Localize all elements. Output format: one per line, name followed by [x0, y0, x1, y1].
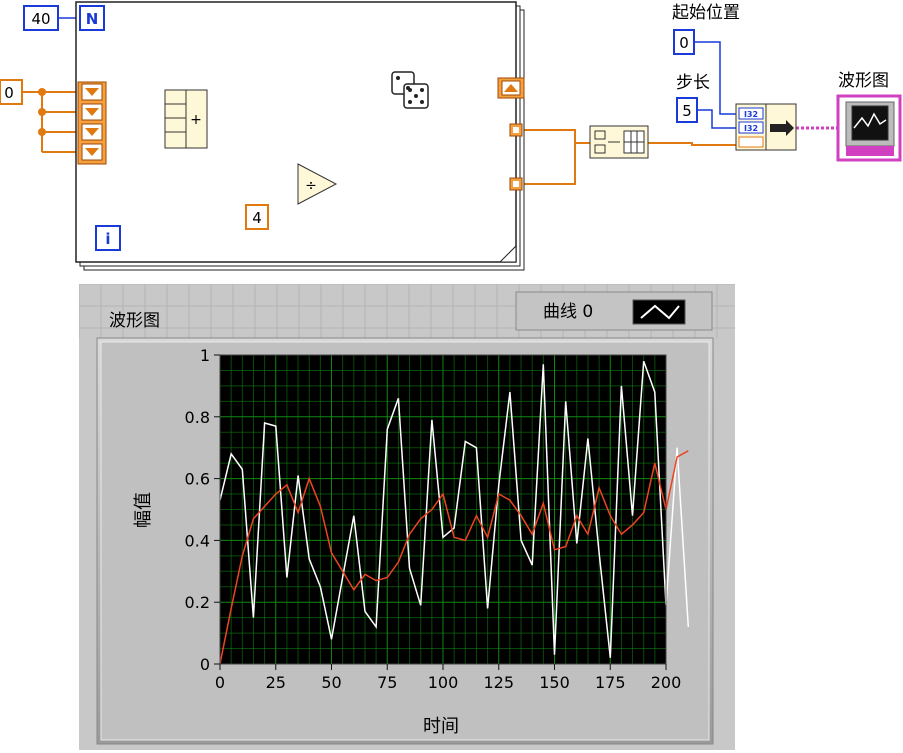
loop-count-constant[interactable]: 40	[23, 5, 59, 31]
y-tick-label: 1	[200, 346, 210, 365]
iteration-terminal[interactable]: i	[95, 225, 121, 251]
i32-glyph-1: I32	[744, 110, 758, 119]
x-tick-label: 50	[321, 673, 341, 692]
add-operator: +	[190, 112, 202, 128]
compound-add-node[interactable]: +	[164, 89, 208, 149]
y-tick-label: 0.2	[185, 593, 210, 612]
series-line-1	[219, 450, 689, 665]
shift-init-constant[interactable]: 0	[0, 79, 23, 105]
x-tick-label: 100	[428, 673, 459, 692]
divisor-value: 4	[252, 209, 262, 227]
step-constant[interactable]: 5	[676, 97, 698, 123]
y-axis-label: 幅值	[133, 492, 154, 528]
divisor-constant[interactable]: 4	[245, 204, 269, 230]
shift-init-value: 0	[4, 84, 14, 102]
y-tick-label: 0.6	[185, 470, 210, 489]
plot-grid	[219, 354, 667, 665]
loop-count-terminal[interactable]: N	[79, 5, 105, 31]
junction-dots	[38, 88, 46, 136]
graph-terminal-label: 波形图	[838, 71, 889, 91]
plot-area[interactable]	[219, 354, 690, 665]
i32-glyph-2: I32	[744, 124, 758, 133]
loop-count-value: 40	[31, 10, 50, 28]
loop-count-terminal-label: N	[86, 10, 99, 28]
x-axis-label: 时间	[423, 716, 459, 737]
bundle-icon[interactable]: I32 I32	[735, 103, 797, 151]
waveform-graph[interactable]: 波形图 曲线 0 0 25 50 75 100 125 150 175 200 0 0.2 0.4 0.…	[79, 284, 735, 750]
for-loop[interactable]	[75, 1, 525, 271]
step-value: 5	[682, 102, 692, 120]
divide-operator: ÷	[305, 178, 317, 194]
shift-register-left[interactable]	[77, 81, 107, 165]
output-tunnel-2[interactable]	[509, 177, 523, 191]
y-tick-label: 0.4	[185, 531, 210, 550]
graph-terminal[interactable]	[836, 94, 902, 162]
block-diagram: 40 N 0 +	[0, 1, 902, 271]
start-value: 0	[679, 34, 689, 52]
axes: 0 25 50 75 100 125 150 175 200 0 0.2 0.4 0.6 0.8 1	[185, 346, 682, 692]
y-tick-label: 0.8	[185, 408, 210, 427]
x-tick-label: 25	[266, 673, 286, 692]
series-line-0	[219, 360, 690, 658]
start-constant[interactable]: 0	[673, 29, 695, 55]
shift-register-right[interactable]	[497, 77, 525, 99]
iteration-terminal-label: i	[105, 230, 110, 248]
y-tick-label: 0	[200, 655, 210, 674]
dice-icon[interactable]	[391, 71, 429, 109]
x-tick-label: 0	[215, 673, 225, 692]
legend-line-icon	[640, 304, 680, 320]
legend-label: 曲线 0	[543, 302, 593, 322]
x-tick-label: 150	[539, 673, 570, 692]
x-tick-label: 125	[483, 673, 514, 692]
plot-legend[interactable]: 曲线 0	[515, 291, 713, 331]
x-tick-label: 175	[595, 673, 626, 692]
x-tick-label: 75	[377, 673, 397, 692]
start-label: 起始位置	[672, 3, 740, 23]
output-tunnel-1[interactable]	[509, 123, 523, 137]
step-label: 步长	[676, 73, 710, 93]
graph-label: 波形图	[109, 311, 160, 331]
build-array-node[interactable]	[589, 125, 649, 159]
x-tick-label: 200	[651, 673, 682, 692]
divide-node[interactable]: ÷	[297, 163, 338, 205]
